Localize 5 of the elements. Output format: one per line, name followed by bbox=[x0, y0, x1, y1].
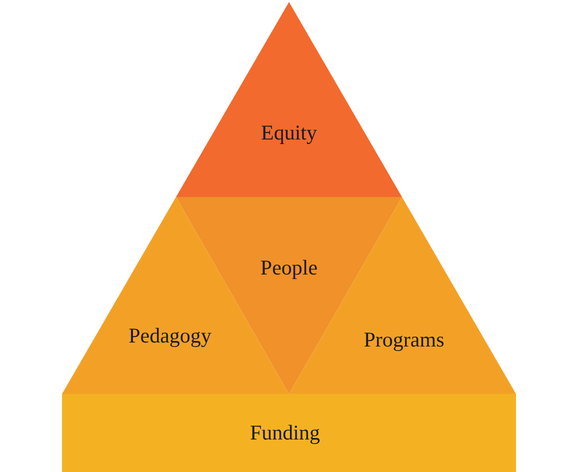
tier-label: Programs bbox=[364, 328, 444, 352]
tier-label: Equity bbox=[261, 121, 317, 145]
tier-label: Funding bbox=[250, 421, 320, 445]
tier-label: Pedagogy bbox=[128, 324, 212, 348]
tier-label: People bbox=[260, 256, 318, 280]
